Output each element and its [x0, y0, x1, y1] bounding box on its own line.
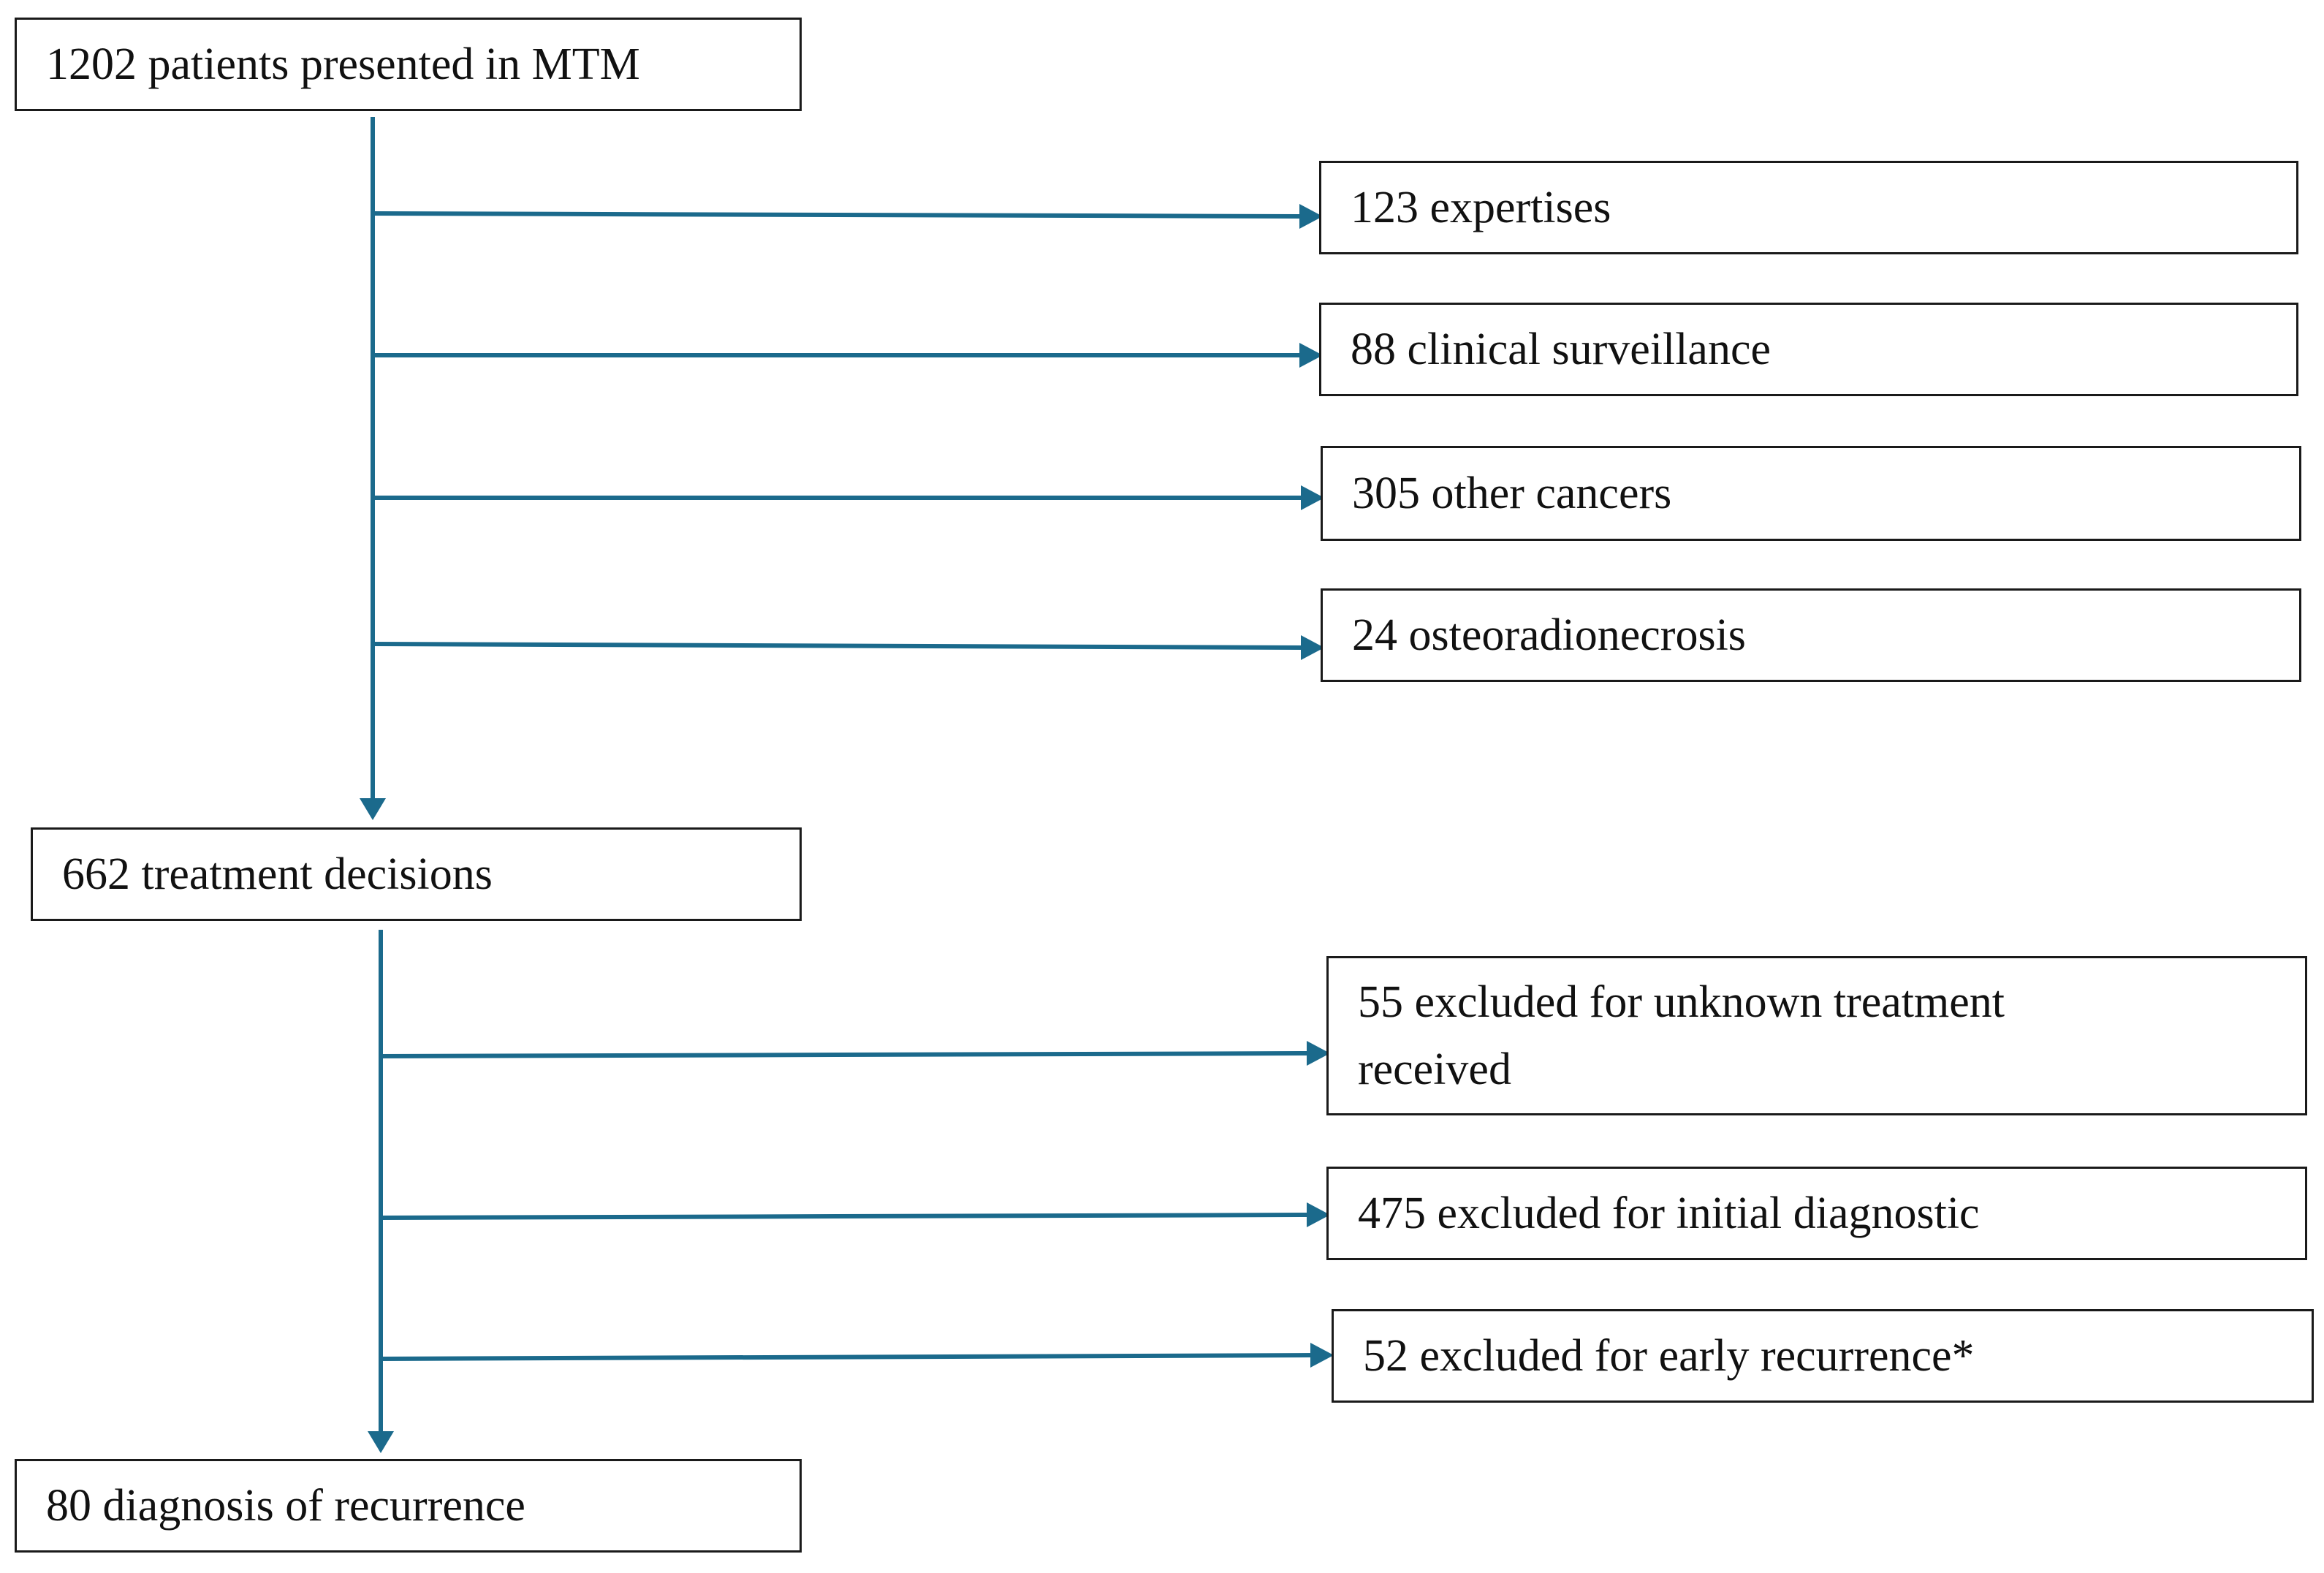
branch-arrowhead-expertises	[1299, 204, 1323, 229]
trunk-arrowhead-2	[368, 1431, 394, 1453]
exclusion-box-clinical-surveillance: 88 clinical surveillance	[1319, 303, 2298, 396]
exclusion-label-early-recurrence: 52 excluded for early recurrence*	[1363, 1331, 1975, 1381]
exclusion-label-clinical-surveillance: 88 clinical surveillance	[1351, 325, 1771, 374]
exclusion-box-unknown-treatment: 55 excluded for unknown treatment receiv…	[1326, 956, 2307, 1115]
exclusion-box-expertises: 123 expertises	[1319, 161, 2298, 254]
exclusion-box-other-cancers: 305 other cancers	[1321, 446, 2301, 541]
branch-arrowhead-other-cancers	[1301, 485, 1324, 510]
branch-arrowhead-clinical-surveillance	[1299, 343, 1323, 368]
stage-box-diagnosis-of-recurrence: 80 diagnosis of recurrence	[15, 1459, 802, 1553]
exclusion-label-other-cancers: 305 other cancers	[1352, 469, 1672, 518]
stage-label-diagnosis-of-recurrence: 80 diagnosis of recurrence	[46, 1481, 525, 1531]
exclusion-box-osteoradionecrosis: 24 osteoradionecrosis	[1321, 588, 2301, 682]
stage-label-treatment-decisions: 662 treatment decisions	[62, 849, 493, 899]
exclusion-box-initial-diagnostic: 475 excluded for initial diagnostic	[1326, 1167, 2307, 1260]
exclusion-label-unknown-treatment: 55 excluded for unknown treatment receiv…	[1358, 977, 2005, 1094]
branch-arrowhead-early-recurrence	[1310, 1343, 1334, 1368]
stage-label-patients-presented: 1202 patients presented in MTM	[46, 39, 640, 89]
trunk-arrowhead-1	[360, 798, 386, 820]
branch-arrowhead-unknown-treatment	[1307, 1041, 1330, 1066]
exclusion-label-expertises: 123 expertises	[1351, 183, 1611, 232]
branch-arrow-unknown-treatment	[380, 1051, 1313, 1058]
exclusion-label-osteoradionecrosis: 24 osteoradionecrosis	[1352, 610, 1746, 660]
branch-arrow-expertises	[372, 211, 1305, 219]
branch-arrowhead-initial-diagnostic	[1307, 1202, 1330, 1227]
branch-arrow-early-recurrence	[380, 1353, 1316, 1361]
stage-box-treatment-decisions: 662 treatment decisions	[31, 827, 802, 921]
stage-box-patients-presented: 1202 patients presented in MTM	[15, 18, 802, 111]
branch-arrow-initial-diagnostic	[380, 1213, 1313, 1220]
exclusion-label-initial-diagnostic: 475 excluded for initial diagnostic	[1358, 1189, 1980, 1238]
exclusion-box-early-recurrence: 52 excluded for early recurrence*	[1332, 1309, 2314, 1403]
branch-arrowhead-osteoradionecrosis	[1301, 635, 1324, 660]
branch-arrow-osteoradionecrosis	[372, 642, 1307, 650]
